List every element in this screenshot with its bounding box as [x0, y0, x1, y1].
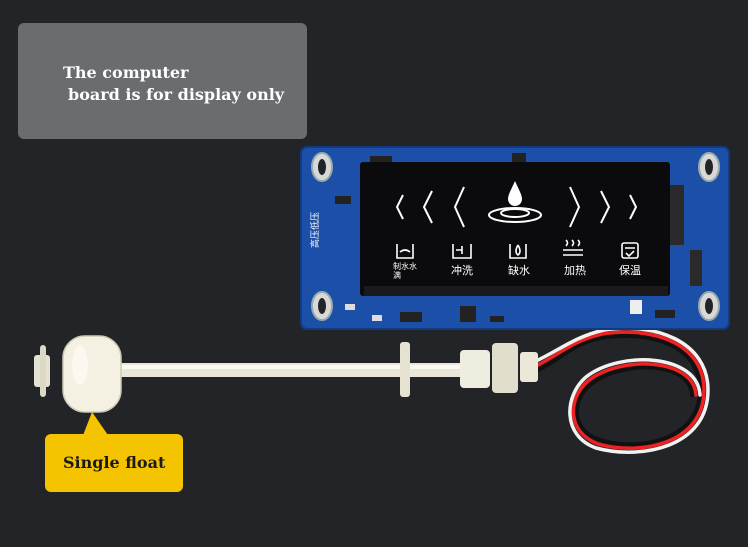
- note-line-2: board is for display only: [68, 85, 285, 104]
- cable: [532, 326, 710, 454]
- heating-icon: [563, 239, 583, 256]
- circuit-board: [300, 146, 730, 330]
- note-line-1: The computer: [63, 63, 189, 82]
- water-full-icon: [396, 244, 414, 259]
- info-note: The computer board is for display only: [18, 23, 307, 139]
- button-label-flush: 冲洗: [451, 264, 473, 277]
- water-shortage-icon: [509, 244, 527, 259]
- button-label-water-shortage: 缺水: [508, 264, 530, 277]
- keep-warm-icon: [621, 242, 639, 259]
- button-label-keep-warm: 保温: [619, 264, 641, 277]
- single-float-callout: Single float: [45, 434, 183, 492]
- callout-pointer: [82, 412, 110, 438]
- board-side-text: 高压低压: [311, 211, 321, 248]
- callout-label: Single float: [63, 453, 166, 472]
- water-drop-icon: [488, 181, 542, 223]
- button-label-heating: 加热: [564, 264, 586, 277]
- flush-icon: [452, 244, 472, 259]
- float-switch: [34, 335, 538, 413]
- button-label-water-full: 制水水满: [393, 262, 417, 280]
